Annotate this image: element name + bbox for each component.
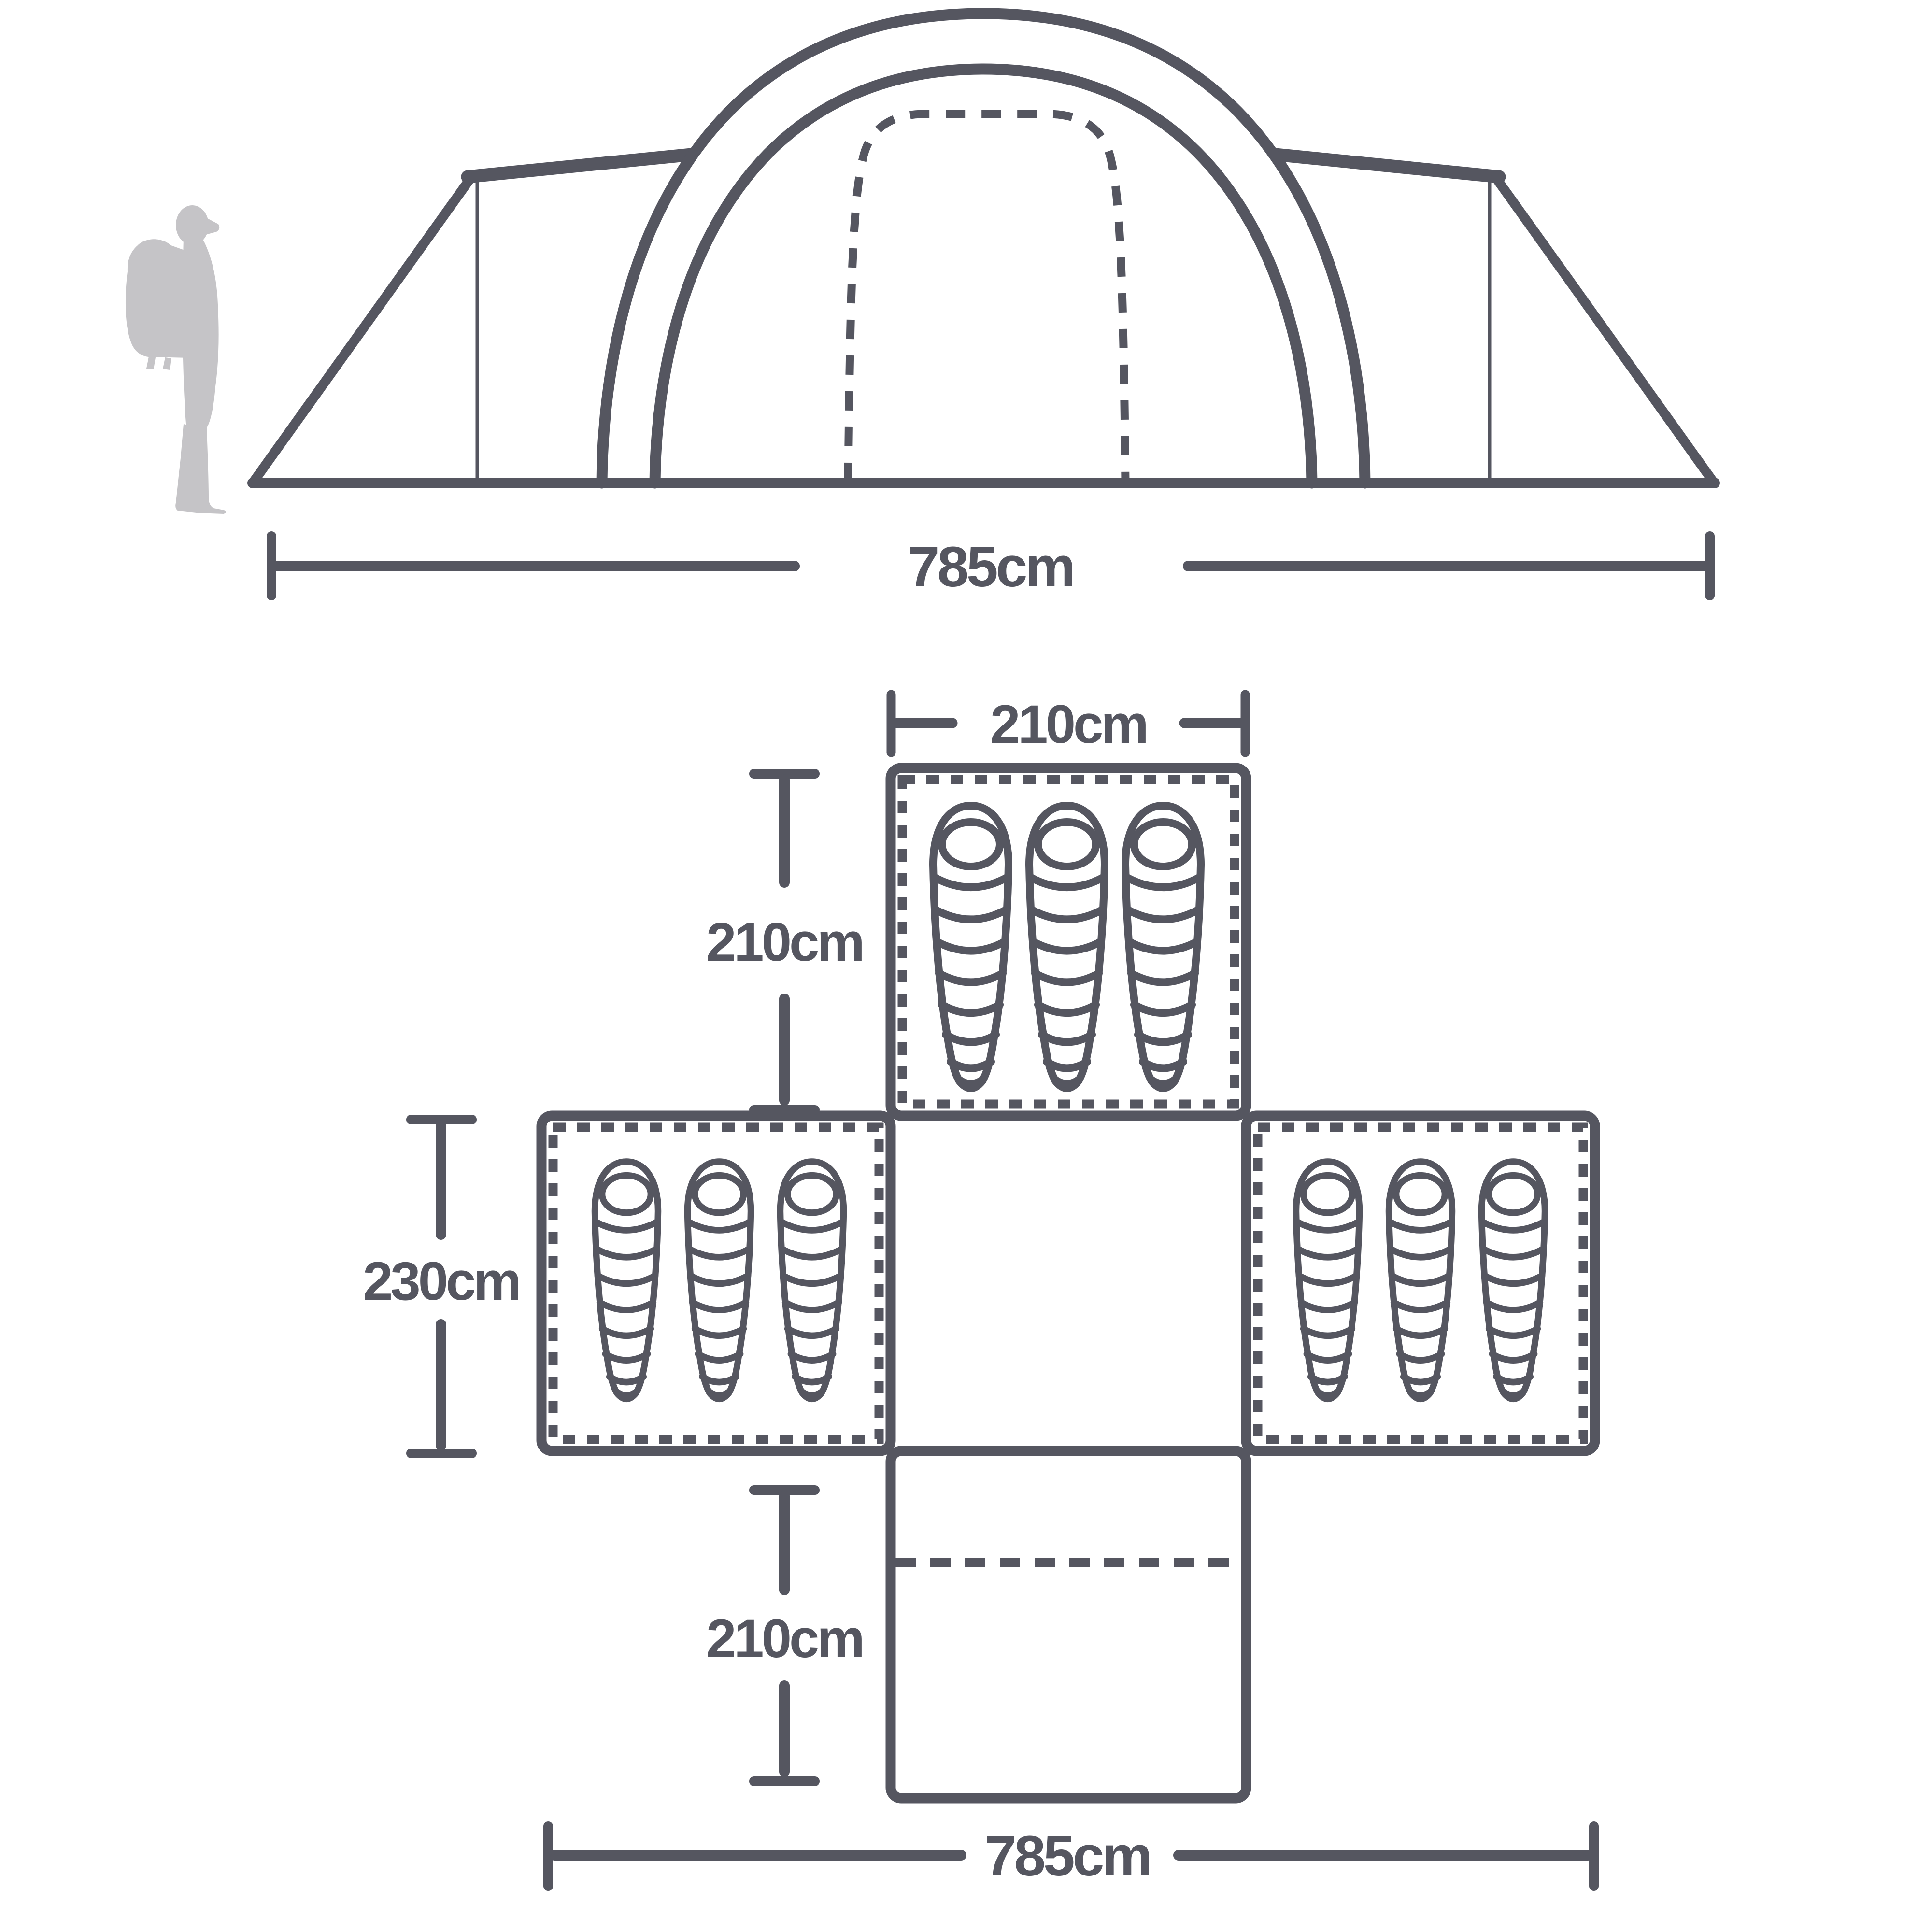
right-wing-top-edge [1269,148,1506,184]
side-bedroom-depth-label: 230cm [363,1251,519,1311]
top-bedroom-depth-label: 210cm [706,912,863,972]
hiker-with-backpack-icon [125,205,226,514]
left-wing-top-edge [461,148,697,184]
sleeping-bag-icon [1296,1162,1359,1399]
sleeping-bag-icon [1389,1162,1452,1399]
bedroom-left-dashed-border [548,1122,884,1444]
porch-walls [885,1446,1251,1804]
bedroom-right-dashed-border [1253,1122,1588,1444]
bedroom-right-sleeping-bags [1296,1162,1545,1399]
top-bedroom-width-dimension: 210cm [886,690,1250,757]
sleeping-bag-icon [687,1162,751,1399]
bedroom-top-dashed-border [897,775,1239,1109]
top-bedroom-depth-dimension: 210cm [706,769,865,1115]
porch-depth-dimension: 210cm [706,1485,865,1786]
bedroom-left-walls [536,1110,896,1456]
tent-outline [247,8,1720,489]
right-wing-slope [1491,173,1719,488]
outer-pole-arch [596,8,1371,489]
bedroom-left-sleeping-bags [595,1162,843,1399]
bedroom-top-walls [885,763,1251,1121]
side-bedroom-depth-dimension: 230cm [363,1115,522,1458]
side-view-width-dimension: 785cm [267,531,1715,600]
tent-side-view: 785cm [125,8,1720,600]
left-wing-slope [248,173,476,488]
side-view-width-label: 785cm [908,535,1073,599]
sleeping-bag-icon [933,806,1009,1088]
bedroom-right-walls [1241,1110,1600,1456]
sleeping-bag-icon [1029,806,1105,1088]
floor-plan-total-width-label: 785cm [985,1824,1150,1888]
sleeping-bag-icon [595,1162,658,1399]
door-dashed-outline [844,110,1130,483]
bedroom-top-sleeping-bags [933,806,1201,1088]
inner-pole-arch [649,63,1318,489]
sleeping-bag-icon [780,1162,843,1399]
tent-floor-plan: 210cm 210cm 230cm 210cm [363,690,1600,1891]
floor-plan-total-width-dimension: 785cm [543,1821,1599,1891]
sleeping-bag-icon [1481,1162,1545,1399]
sleeping-bag-icon [1125,806,1201,1088]
top-bedroom-width-label: 210cm [990,694,1147,754]
porch-depth-label: 210cm [706,1608,863,1669]
